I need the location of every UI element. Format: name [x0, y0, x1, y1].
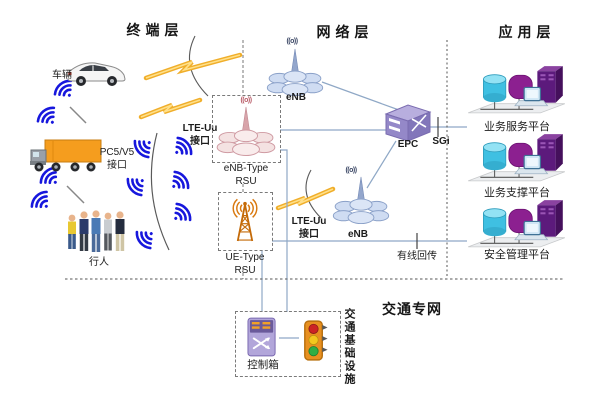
- layer-title-application: 应用层: [498, 24, 556, 40]
- wifi-signal-icon: [130, 132, 159, 161]
- lightning-bolt-icon: [143, 52, 243, 81]
- wired-backhaul-label: 有线回传: [397, 251, 437, 262]
- enb-type-rsu-icon: [216, 106, 276, 156]
- enb-type-rsu-label: eNB-Type RSU: [223, 163, 269, 187]
- traffic-infrastructure-label: 交通基础设施: [343, 308, 355, 386]
- control-switch-icon: [247, 317, 276, 357]
- lightning-bolt-icon: [275, 186, 336, 211]
- signal-slash: [66, 185, 85, 204]
- traffic-private-network-label: 交通专网: [382, 301, 442, 317]
- link-enbtype-rsu-controlbox: [280, 149, 288, 312]
- wifi-signal-icon: [27, 187, 57, 217]
- wifi-signal-icon: [34, 103, 63, 132]
- enb-icon-2: [332, 176, 390, 224]
- ue-type-rsu-box: [218, 192, 273, 251]
- traffic-light-icon: [304, 320, 328, 361]
- enb-label-1: eNB: [285, 92, 307, 103]
- pedestrians-icon: [68, 210, 125, 252]
- epc-label: EPC: [397, 139, 419, 150]
- wifi-signal-icon: [123, 170, 152, 199]
- platform-icon-2: [468, 134, 565, 182]
- lte-uu-interface-label-2: LTE-Uu 接口: [291, 216, 327, 240]
- wifi-signal-icon: [164, 168, 193, 197]
- platform-icon-1: [468, 66, 565, 114]
- coverage-boundary-line: [305, 169, 322, 219]
- platform-label-2: 业务支撑平台: [484, 187, 550, 199]
- ue-type-rsu-label: UE-Type RSU: [225, 252, 265, 276]
- epc-icon: [384, 104, 432, 142]
- vehicle-label: 车辆: [52, 70, 72, 81]
- pc5-interface-label: PC5/V5 接口: [99, 147, 135, 171]
- control-box: [235, 311, 341, 377]
- enb-icon-1: [266, 48, 324, 96]
- antenna-glyph: ((o)): [345, 167, 357, 174]
- layer-title-terminal: 终端层: [126, 22, 184, 38]
- platform-label-1: 业务服务平台: [484, 121, 550, 133]
- platform-label-3: 安全管理平台: [484, 249, 550, 261]
- antenna-glyph: ((o)): [240, 97, 252, 104]
- car-icon: [67, 62, 126, 86]
- coverage-boundary-line: [188, 35, 209, 97]
- platform-icon-3: [468, 200, 565, 248]
- sgi-label: SGi: [432, 136, 450, 147]
- layer-title-network: 网络层: [316, 24, 374, 40]
- truck-icon: [30, 139, 102, 172]
- signal-slash: [69, 106, 87, 124]
- enb-type-rsu-box: [212, 95, 281, 163]
- lightning-bolt-icon: [138, 97, 203, 120]
- wifi-signal-icon: [132, 223, 161, 252]
- lte-uu-interface-label-1: LTE-Uu 接口: [182, 123, 218, 147]
- antenna-glyph: ((o)): [286, 38, 298, 45]
- enb-label-2: eNB: [347, 229, 369, 240]
- radio-tower-icon: [232, 198, 258, 242]
- control-box-label: 控制箱: [247, 359, 279, 371]
- coverage-boundary-line: [150, 132, 170, 251]
- pedestrian-label: 行人: [89, 257, 109, 268]
- wifi-signal-icon: [166, 200, 195, 229]
